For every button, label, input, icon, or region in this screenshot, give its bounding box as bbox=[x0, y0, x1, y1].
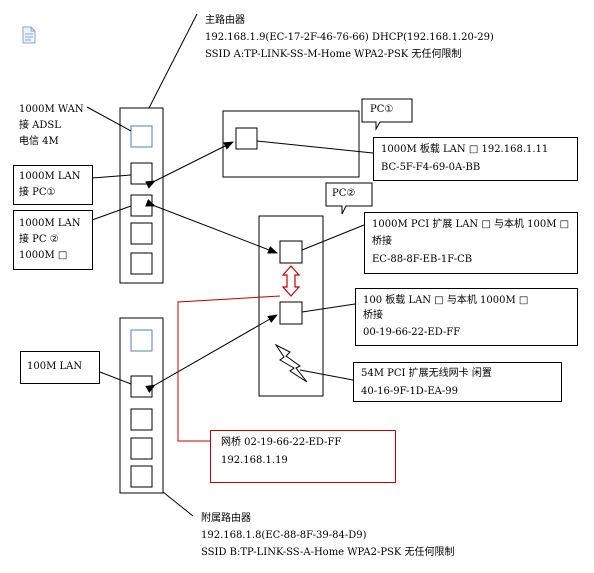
wan-label-line1: 1000M WAN bbox=[19, 104, 84, 115]
wan-label-line3: 电信 4M bbox=[19, 136, 59, 147]
sub-router-lan-port-1 bbox=[130, 375, 153, 398]
lan2-label-connector bbox=[91, 205, 132, 221]
main-router-title: 主路由器 bbox=[205, 15, 245, 26]
pc1-nic-box: 1000M 板载 LAN □ 192.168.1.11 BC-5F-F4-69-… bbox=[373, 137, 578, 181]
wan-label-line2: 接 ADSL bbox=[19, 120, 61, 131]
pc2-nic2-box: 100 板载 LAN □ 与本机 1000M □ 桥接 00-19-66-22-… bbox=[355, 288, 578, 346]
lan1-label-box: 1000M LAN 接 PC① bbox=[13, 165, 93, 205]
lan-100m-label: 100M LAN bbox=[27, 361, 83, 372]
bridge-box: 网桥 02-19-66-22-ED-FF 192.168.1.19 bbox=[210, 430, 396, 483]
cable-router-to-pc2 bbox=[145, 199, 278, 254]
sub-router-wan-port bbox=[130, 329, 153, 352]
lan-100m-box: 100M LAN bbox=[20, 351, 100, 384]
lan-100m-connector bbox=[99, 371, 132, 385]
pc1-callout-label: PC① bbox=[370, 104, 394, 115]
lan2-label-box: 1000M LAN 接 PC ② 1000M □ bbox=[13, 210, 93, 270]
pc1-nic-line2: BC-5F-F4-69-0A-BB bbox=[381, 162, 481, 173]
pc2-callout-label: PC② bbox=[332, 188, 356, 199]
pc2-nic2-connector bbox=[301, 303, 356, 313]
wireless-nic-line2: 40-16-9F-1D-EA-99 bbox=[361, 386, 459, 397]
pc2-nic1-line2: 桥接 bbox=[372, 236, 392, 247]
main-router-ip: 192.168.1.9(EC-17-2F-46-76-66) DHCP(192.… bbox=[205, 32, 494, 43]
cable-router-to-pc1 bbox=[145, 141, 234, 189]
pc2-nic1-line1: 1000M PCI 扩展 LAN □ 与本机 100M □ bbox=[372, 219, 570, 230]
pc2-nic1-connector bbox=[301, 224, 365, 251]
lan1-label-connector bbox=[91, 174, 132, 179]
pc2-callout-shape bbox=[325, 182, 373, 215]
pc1-callout-shape bbox=[361, 98, 413, 131]
sub-router-ip: 192.168.1.8(EC-88-8F-39-84-D9) bbox=[201, 530, 367, 541]
pc1-nic-line1: 1000M 板载 LAN □ 192.168.1.11 bbox=[381, 144, 549, 155]
document-icon bbox=[22, 26, 36, 44]
pc2-nic2-line1: 100 板载 LAN □ 与本机 1000M □ bbox=[363, 295, 529, 306]
pc1-lan-port bbox=[235, 127, 258, 150]
bridge-ip: 192.168.1.19 bbox=[221, 455, 288, 466]
lan2-label-line2: 接 PC ② bbox=[19, 234, 59, 245]
wireless-nic-connector bbox=[299, 369, 354, 381]
wan-label-connector bbox=[86, 106, 132, 132]
sub-router-title: 附属路由器 bbox=[201, 513, 251, 524]
wireless-nic-box: 54M PCI 扩展无线网卡 闲置 40-16-9F-1D-EA-99 bbox=[353, 362, 562, 402]
pc1-nic-connector bbox=[256, 140, 374, 154]
wireless-nic-line1: 54M PCI 扩展无线网卡 闲置 bbox=[361, 368, 492, 379]
lan2-label-line1: 1000M LAN bbox=[19, 218, 81, 229]
pc2-nic1-box: 1000M PCI 扩展 LAN □ 与本机 100M □ 桥接 EC-88-8… bbox=[364, 212, 578, 274]
sub-router-lan-port-3 bbox=[130, 437, 153, 460]
pc2-lan-port-1000m bbox=[279, 240, 303, 264]
main-router-lan-port-4 bbox=[130, 252, 153, 275]
main-router-ssid: SSID A:TP-LINK-SS-M-Home WPA2-PSK 无任何限制 bbox=[205, 49, 462, 60]
cable-pc2-to-sub-router bbox=[145, 314, 278, 393]
sub-router-leader bbox=[162, 491, 194, 517]
main-router-wan-port bbox=[130, 125, 153, 148]
lan1-label-line2: 接 PC① bbox=[19, 187, 56, 198]
main-router-lan-port-2 bbox=[130, 194, 153, 217]
wireless-lightning-icon bbox=[274, 343, 308, 383]
pc2-internal-bridge-arrow bbox=[281, 265, 301, 297]
pc2-nic1-line3: EC-88-8F-EB-1F-CB bbox=[372, 254, 473, 265]
bridge-link-line bbox=[177, 295, 281, 442]
bridge-mac: 网桥 02-19-66-22-ED-FF bbox=[221, 437, 342, 448]
sub-router-lan-port-4 bbox=[130, 465, 153, 488]
lan2-label-line3: 1000M □ bbox=[19, 250, 68, 261]
pc2-lan-port-100m bbox=[279, 301, 303, 325]
sub-router-lan-port-2 bbox=[130, 408, 153, 431]
main-router-lan-port-3 bbox=[130, 222, 153, 245]
pc2-nic2-line2: 桥接 bbox=[363, 310, 383, 321]
pc2-nic2-line3: 00-19-66-22-ED-FF bbox=[363, 327, 461, 338]
main-router-lan-port-1 bbox=[130, 162, 153, 185]
main-router-leader bbox=[148, 13, 198, 109]
sub-router-ssid: SSID B:TP-LINK-SS-A-Home WPA2-PSK 无任何限制 bbox=[201, 547, 455, 558]
lan1-label-line1: 1000M LAN bbox=[19, 171, 81, 182]
